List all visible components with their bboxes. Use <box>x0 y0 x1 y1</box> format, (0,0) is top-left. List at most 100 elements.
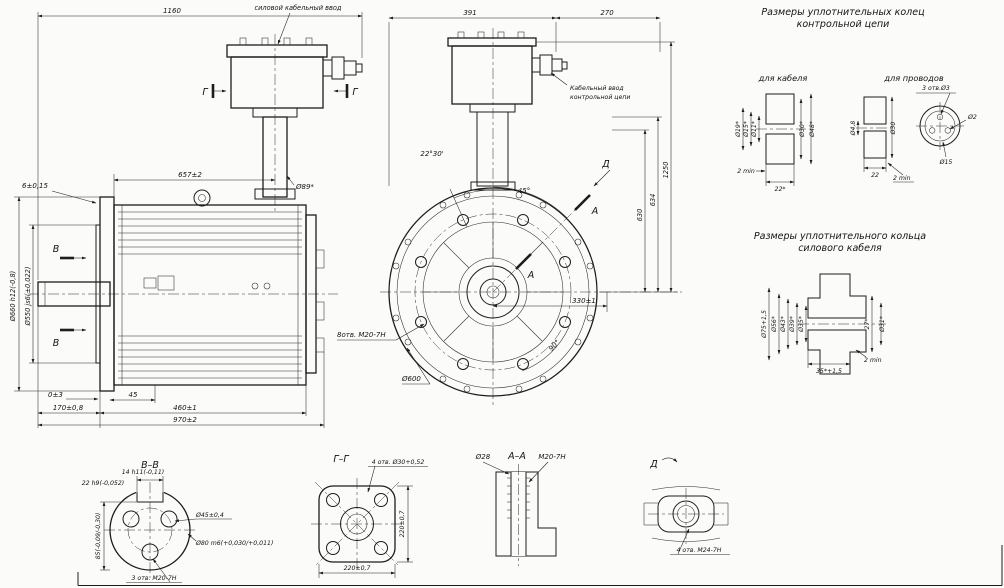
label-for-cable: для кабеля <box>758 73 808 83</box>
dim-970: 970±2 <box>173 416 197 424</box>
side-view: 1160 силовой кабельный ввод 657±2 Ø89* 6… <box>9 4 363 428</box>
dim-2min-cable: 2 min <box>737 168 755 175</box>
label-4-holes-m24: 4 отв. М24-7Н <box>677 547 722 554</box>
view-d-title: Д <box>649 459 657 470</box>
dim-d28: Ø28 <box>475 453 491 461</box>
dim-d30: Ø30* <box>798 121 806 138</box>
dim-0: 0±3 <box>48 391 63 399</box>
dim-d48mm: Ø4,8 <box>849 121 857 137</box>
section-marker-g-right: Г <box>352 87 358 98</box>
section-v-v: В–В 22 h9(-0,052) 14 h11(-0,11) Ø45±0,4 … <box>82 460 273 583</box>
dim-22-wires: 22 <box>871 172 879 179</box>
dim-270: 270 <box>600 9 614 17</box>
rear-boss-3 <box>315 337 325 353</box>
control-entry-label-1: Кабельный ввод <box>570 84 624 92</box>
control-rings-title-1: Размеры уплотнительных колец <box>761 7 924 18</box>
hub <box>466 265 520 319</box>
cable-ring-section: Ø19* Ø15* Ø11* Ø30* Ø48* 2 min 22* <box>734 93 816 193</box>
section-marker-v-top: В <box>53 244 60 255</box>
section-g-g: Г–Г 4 отв. Ø30+0,52 220±0,7 220±0,7 <box>311 454 428 578</box>
section-marker-a-inner: А <box>527 270 535 281</box>
section-a-a: Ø28 А–А М20-7Н <box>475 451 566 566</box>
cover-bolts <box>239 37 313 46</box>
cooling-fins <box>118 205 302 385</box>
section-aa-title: А–А <box>507 451 526 462</box>
dim-d89: Ø89* <box>295 183 314 191</box>
dim-391: 391 <box>463 9 476 17</box>
dim-45: 45 <box>129 391 138 399</box>
view-marker-d: Д <box>601 159 609 170</box>
label-3-holes-d3: 3 отв.Ø3 <box>922 84 950 92</box>
power-ring-title-2: силового кабеля <box>798 243 882 254</box>
flange-outer-circle <box>388 187 598 397</box>
terminal-box-cover <box>226 44 328 58</box>
dim-key-height: 14 h11(-0,11) <box>122 469 164 476</box>
cover-bolts-front <box>457 31 525 39</box>
dim-d11: Ø11* <box>750 121 758 138</box>
dim-27: 27* <box>864 319 871 330</box>
dim-d30-wires: Ø30 <box>889 122 897 136</box>
dim-2min-power: 2 min <box>864 357 882 364</box>
lifting-eye <box>193 189 211 207</box>
control-cable-gland <box>531 54 568 76</box>
dim-6: 6±0,15 <box>22 182 48 190</box>
dim-1160: 1160 <box>163 7 181 15</box>
angle-45: 45° <box>518 187 530 195</box>
view-d: Д 4 отв. М24-7Н <box>643 457 730 555</box>
rear-boss-2 <box>315 301 325 321</box>
wire-ring-face: 3 отв.Ø3 Ø2 Ø15 <box>916 84 977 166</box>
dim-key-width: 22 h9(-0,052) <box>82 480 124 487</box>
label-8-holes: 8отв. М20-7Н <box>337 331 386 339</box>
dim-d80: Ø80 m6(+0,030/+0,011) <box>195 539 273 547</box>
dim-d45: Ø45±0,4 <box>195 511 224 519</box>
dim-d56: Ø56* <box>770 316 778 333</box>
body-detail-4 <box>263 282 271 290</box>
control-rings-title-2: контрольной цепи <box>797 19 890 30</box>
section-gg-title: Г–Г <box>333 454 349 465</box>
bolt-holes-m20 <box>415 214 571 370</box>
dim-d31: Ø31* <box>878 316 886 333</box>
dim-d43: Ø43* <box>779 316 787 333</box>
section-vv-title: В–В <box>141 460 159 471</box>
label-3-holes-m20: 3 отв. М20-7Н <box>132 575 177 582</box>
dim-35: 35*+1,5 <box>816 368 842 375</box>
dim-170: 170±0,8 <box>53 404 84 412</box>
control-seal-rings: Размеры уплотнительных колец контрольной… <box>734 7 977 193</box>
dim-2min-wires: 2 min <box>893 175 911 182</box>
dim-d15-wires: Ø15 <box>939 158 953 166</box>
dim-657: 657±2 <box>178 171 202 179</box>
power-seal-ring: Размеры уплотнительного кольца силового … <box>754 231 926 375</box>
dim-220-horizontal: 220±0,7 <box>344 565 371 572</box>
sheet-frame <box>77 545 1003 586</box>
section-marker-g-left: Г <box>202 87 208 98</box>
label-for-wires: для проводов <box>883 73 943 83</box>
thread-ticks <box>507 477 530 519</box>
stem-lower-flange <box>254 188 296 200</box>
section-marker-a-outer: А <box>591 206 599 217</box>
power-ring-title-1: Размеры уплотнительного кольца <box>754 231 926 242</box>
dim-634: 634 <box>649 194 657 207</box>
bolt-circle <box>414 213 572 371</box>
body-detail-2 <box>157 275 175 291</box>
angle-22-30: 22°30' <box>420 150 443 158</box>
dim-d48: Ø48* <box>808 121 816 138</box>
dim-85: 85(-0,09/-0,30) <box>95 513 102 560</box>
power-cable-gland <box>322 56 363 80</box>
dim-d600: Ø600 <box>401 375 421 383</box>
dim-330: 330±1 <box>572 297 596 305</box>
dim-1250: 1250 <box>662 162 670 179</box>
rim-holes <box>392 191 594 393</box>
dim-d19: Ø19* <box>734 121 742 138</box>
dim-d75: Ø75+1,5 <box>760 310 768 339</box>
wire-ring-section: Ø4,8 Ø30 22 2 min <box>849 96 914 183</box>
body-detail-3 <box>251 282 259 290</box>
dim-630: 630 <box>636 209 644 222</box>
power-entry-label: силовой кабельный ввод <box>255 4 342 12</box>
control-entry-label-2: контрольной цепи <box>570 94 630 101</box>
dim-d15: Ø15* <box>742 121 750 138</box>
dim-d2: Ø2 <box>967 113 977 121</box>
dim-220-vertical: 220±0,7 <box>399 511 406 538</box>
dim-22-cable: 22* <box>775 186 786 193</box>
